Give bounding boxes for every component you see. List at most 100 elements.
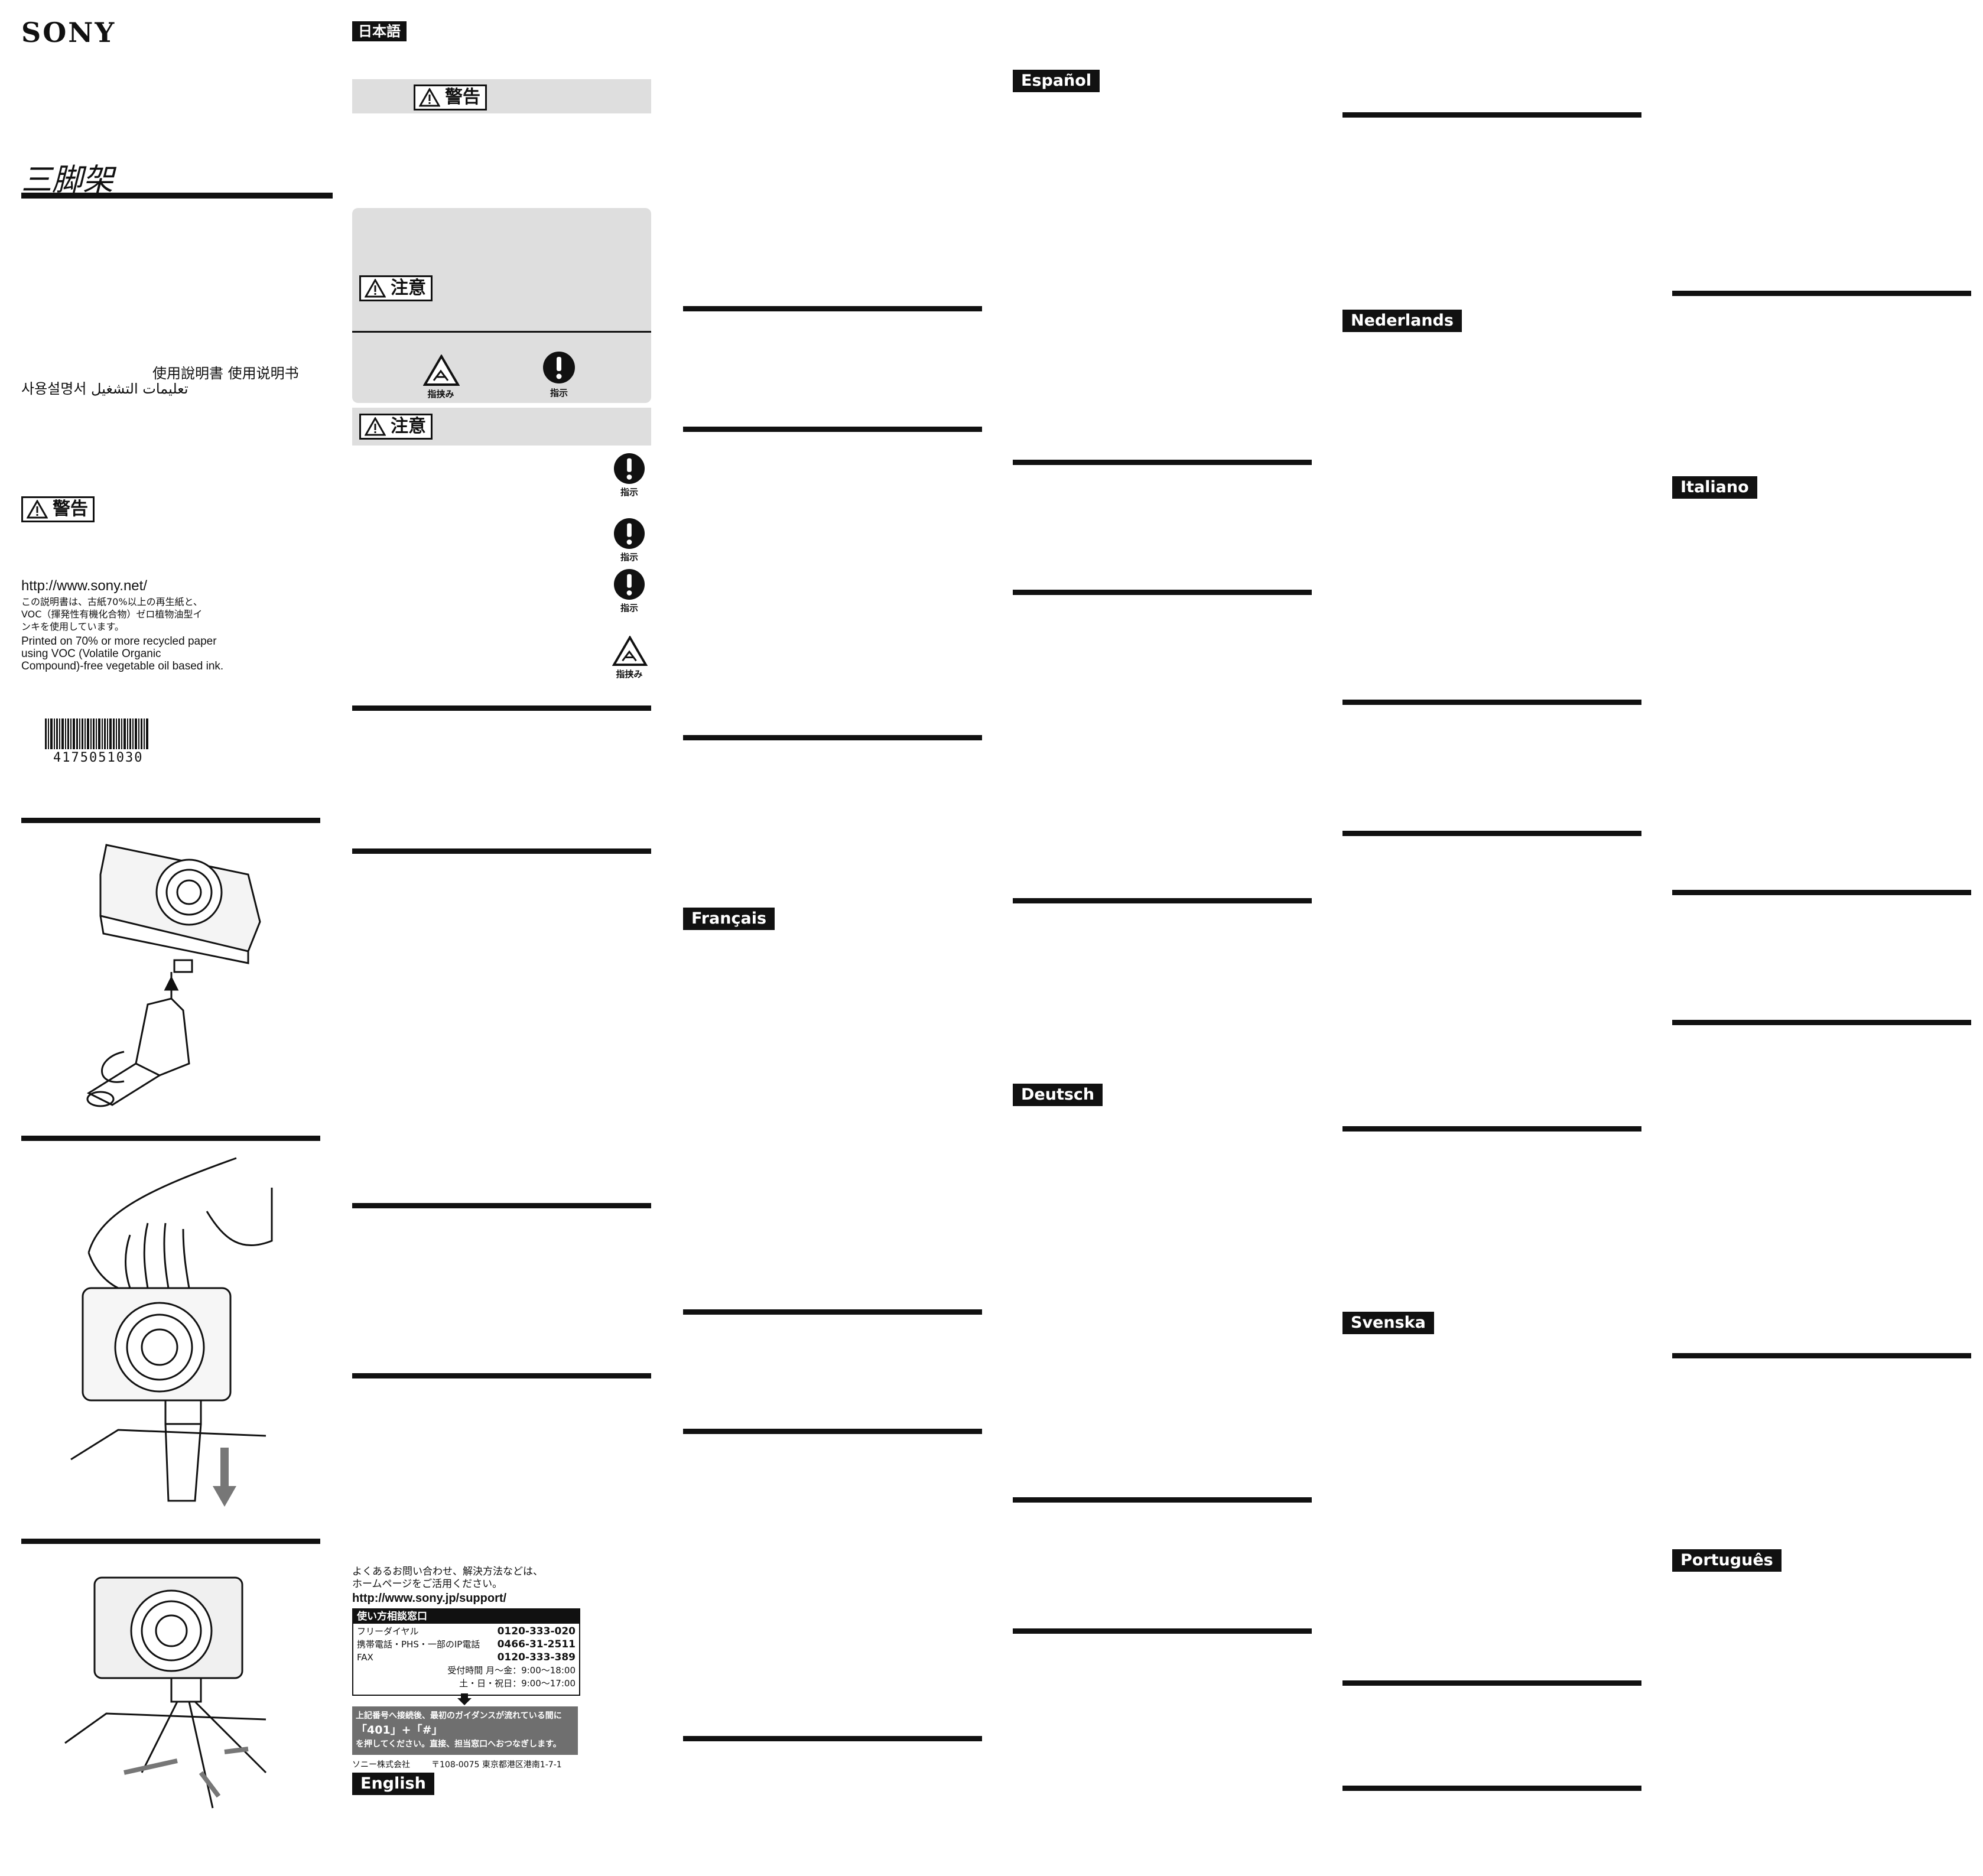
support-url[interactable]: http://www.sony.jp/support/	[352, 1592, 507, 1605]
section-rule	[1342, 1126, 1641, 1132]
section-rule	[1342, 831, 1641, 836]
warning-triangle-icon	[419, 88, 440, 107]
recycled-en-line: Compound)-free vegetable oil based ink.	[21, 660, 224, 672]
support-hours: 受付時間 月～金：9:00～18:00	[357, 1664, 576, 1677]
language-tag-espanol: Español	[1013, 70, 1100, 92]
recycled-note-en: Printed on 70% or more recycled paper us…	[21, 635, 223, 672]
pinch-icon-label: 指挟み	[616, 669, 643, 679]
instruction-icon-label: 指示	[620, 487, 638, 498]
title-rule	[21, 193, 333, 199]
language-tag-francais: Français	[683, 908, 775, 930]
support-row: FAX 0120-333-389	[357, 1651, 576, 1664]
support-row: 携帯電話・PHS・一部のIP電話 0466-31-2511	[357, 1638, 576, 1651]
section-rule	[1013, 898, 1312, 903]
sony-logo: SONY	[21, 17, 116, 48]
section-rule	[352, 1203, 651, 1208]
support-row-value: 0466-31-2511	[497, 1638, 576, 1650]
figure2-rule	[21, 1136, 320, 1141]
caution-label: 注意	[391, 416, 426, 437]
section-rule	[1013, 1497, 1312, 1503]
language-tag-english: English	[352, 1773, 434, 1795]
warning-triangle-icon	[365, 417, 386, 436]
instruction-icon-label: 指示	[550, 388, 568, 398]
section-rule	[683, 735, 982, 740]
support-intro: よくあるお問い合わせ、解決方法などは、 ホームページをご活用ください。	[352, 1566, 543, 1591]
pinch-icon	[423, 355, 460, 386]
hours-weekday: 月～金：9:00～18:00	[486, 1665, 576, 1676]
section-rule	[683, 1736, 982, 1741]
section-rule	[1342, 112, 1641, 118]
guidance-line: 「401」+「#」	[356, 1724, 443, 1737]
barcode	[45, 718, 148, 749]
illustration-hand-press	[70, 1157, 273, 1507]
barcode-number: 4175051030	[53, 750, 144, 765]
instruction-icon	[613, 453, 645, 485]
support-hours-weekend: 土・日・祝日：9:00～17:00	[459, 1678, 576, 1689]
warning-label: 警告	[53, 499, 88, 519]
caution-box-2: 注意	[359, 414, 433, 440]
section-rule	[1013, 1628, 1312, 1634]
section-rule	[1672, 291, 1971, 296]
section-rule	[683, 1429, 982, 1434]
section-rule	[352, 848, 651, 854]
section-rule	[1013, 460, 1312, 465]
guidance-line: 上記番号へ接続後、最初のガイダンスが流れている間に	[356, 1711, 562, 1721]
support-intro-line: よくあるお問い合わせ、解決方法などは、	[352, 1566, 543, 1578]
support-table-header: 使い方相談窓口	[353, 1610, 579, 1624]
website-link[interactable]: http://www.sony.net/	[21, 578, 147, 594]
warning-triangle-icon	[365, 279, 386, 298]
hours-label: 受付時間	[447, 1665, 483, 1676]
instruction-icon-label: 指示	[620, 552, 638, 563]
language-tag-nederlands: Nederlands	[1342, 310, 1462, 332]
instruction-icon	[613, 518, 645, 550]
illustration-camera-attach	[86, 844, 261, 1107]
instruction-icon	[613, 568, 645, 600]
recycled-jp-line: VOC（揮発性有機化合物）ゼロ植物油型イ	[21, 609, 203, 620]
language-tag-deutsch: Deutsch	[1013, 1084, 1103, 1106]
section-rule	[683, 306, 982, 311]
caution-box-1: 注意	[359, 275, 433, 301]
warning-label: 警告	[445, 87, 480, 108]
support-intro-line: ホームページをご活用ください。	[352, 1578, 503, 1590]
pinch-icon-label: 指挟み	[427, 389, 454, 399]
recycled-en-line: using VOC (Volatile Organic	[21, 648, 161, 660]
support-guidance: 上記番号へ接続後、最初のガイダンスが流れている間に 「401」+「#」 を押して…	[352, 1706, 578, 1755]
section-rule	[1342, 1680, 1641, 1686]
section-rule	[1342, 1786, 1641, 1791]
section-rule	[683, 427, 982, 432]
language-tag-japanese: 日本語	[352, 21, 407, 41]
figure1-rule	[21, 818, 320, 823]
caution-label: 注意	[391, 278, 426, 298]
illustration-tripod-stand	[64, 1576, 267, 1809]
manual-titles-line2: 사용설명서 تعليمات التشغيل	[21, 381, 188, 397]
section-rule	[1013, 590, 1312, 595]
arrow-down-icon	[457, 1693, 472, 1705]
language-tag-svenska: Svenska	[1342, 1312, 1434, 1334]
support-row-value: 0120-333-020	[497, 1625, 576, 1637]
caution-panel	[352, 208, 651, 403]
section-rule	[352, 705, 651, 711]
support-row-label: FAX	[357, 1652, 373, 1663]
section-rule	[1672, 890, 1971, 895]
cover-warning-box: 警告	[21, 496, 95, 522]
warning-banner	[352, 79, 651, 113]
caution-panel-divider	[352, 331, 651, 333]
company-address: 〒108-0075 東京都港区港南1-7-1	[431, 1760, 562, 1770]
product-title: 三脚架	[21, 162, 114, 198]
section-rule	[1672, 1020, 1971, 1025]
support-row-label: 携帯電話・PHS・一部のIP電話	[357, 1639, 480, 1650]
section-rule	[1672, 1353, 1971, 1358]
recycled-jp-line: ンキを使用しています。	[21, 621, 124, 632]
recycled-note-jp: この説明書は、古紙70%以上の再生紙と、 VOC（揮発性有機化合物）ゼロ植物油型…	[21, 596, 203, 633]
warning-box-japanese: 警告	[414, 84, 487, 110]
recycled-jp-line: この説明書は、古紙70%以上の再生紙と、	[21, 596, 203, 607]
instruction-icon-label: 指示	[620, 603, 638, 613]
section-rule	[1342, 700, 1641, 705]
support-row-value: 0120-333-389	[497, 1651, 576, 1663]
figure3-rule	[21, 1539, 320, 1544]
section-rule	[683, 1309, 982, 1315]
manual-titles-line1: 使用說明書 使用说明书	[152, 365, 299, 382]
language-tag-italiano: Italiano	[1672, 476, 1757, 499]
language-tag-portugues: Português	[1672, 1549, 1782, 1572]
